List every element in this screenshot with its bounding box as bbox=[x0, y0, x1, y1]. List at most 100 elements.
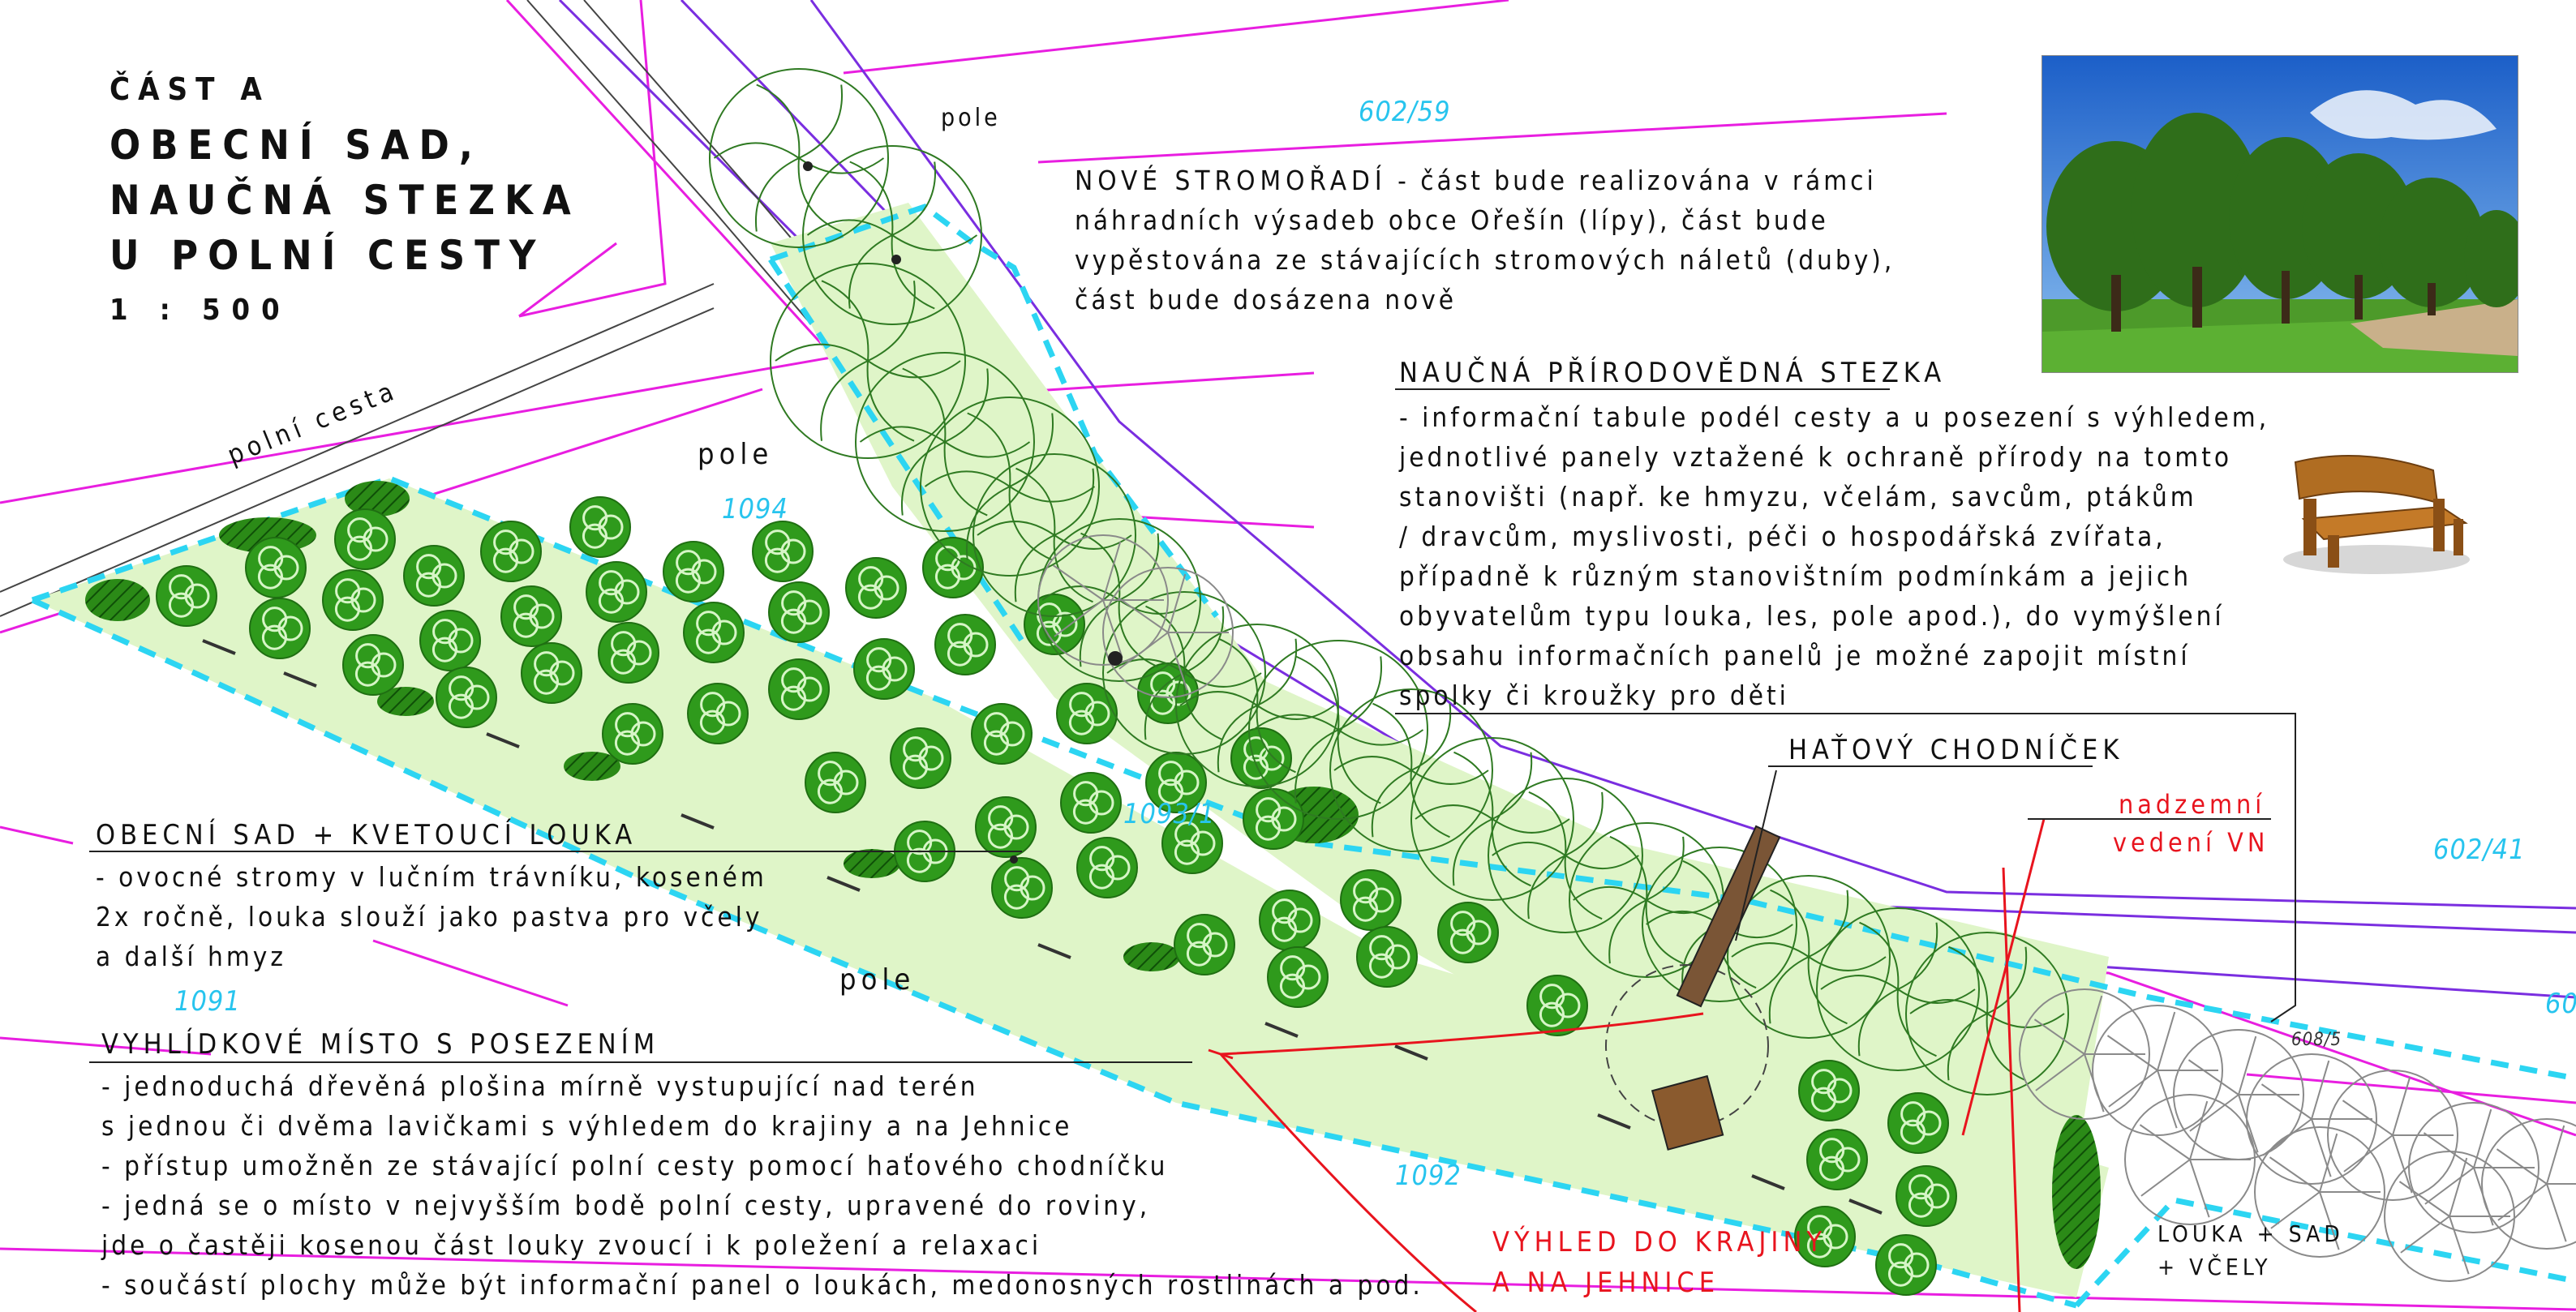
existing-tree-branch bbox=[2139, 1124, 2191, 1160]
fruit-tree-detail bbox=[699, 710, 726, 735]
fruit-tree-detail bbox=[1003, 814, 1029, 840]
avenue-tree bbox=[802, 145, 982, 325]
fruit-tree-detail bbox=[355, 643, 381, 669]
fruit-tree-detail bbox=[1916, 1110, 1942, 1136]
fruit-tree-detail bbox=[1904, 1252, 1930, 1278]
label-pole-top: pole bbox=[941, 104, 1001, 132]
fruit-tree-detail bbox=[1295, 964, 1321, 990]
fruit-tree-detail bbox=[833, 770, 859, 795]
tree-avenue bbox=[709, 68, 2069, 1095]
fruit-tree-detail bbox=[262, 607, 288, 632]
existing-tree-branch bbox=[2189, 1094, 2239, 1132]
fruit-tree-detail bbox=[1539, 1001, 1565, 1027]
fruit-tree-detail bbox=[347, 517, 373, 543]
existing-tree-branch bbox=[2546, 1125, 2565, 1185]
vyhlidka-line-4: - jedná se o místo v nejvyšším bodě poln… bbox=[101, 1190, 1151, 1221]
fruit-tree-detail bbox=[1174, 821, 1200, 847]
vyhlidka-line-2: s jednou či dvěma lavičkami s výhledem d… bbox=[101, 1110, 1073, 1142]
fruit-tree-detail bbox=[1539, 984, 1565, 1010]
existing-tree bbox=[2408, 1102, 2540, 1233]
fruit-tree-detail bbox=[1555, 993, 1581, 1018]
fruit-tree-detail bbox=[796, 676, 822, 702]
fruit-tree-detail bbox=[1806, 1233, 1833, 1258]
avenue-tree-branch bbox=[1009, 413, 1054, 487]
fruit-tree-detail bbox=[1072, 799, 1099, 825]
fruit-tree-detail bbox=[1158, 761, 1184, 787]
fruit-tree-detail bbox=[865, 665, 892, 691]
avenue-tree-branch bbox=[1410, 770, 1489, 785]
avenue-tree bbox=[770, 263, 966, 459]
avenue-tree-branch bbox=[977, 521, 1055, 536]
avenue-tree-branch bbox=[849, 161, 894, 236]
fruit-tree-detail bbox=[691, 559, 717, 585]
avenue-tree-branch bbox=[967, 412, 1011, 487]
tree-row-photo bbox=[2041, 55, 2518, 373]
fruit-tree-detail bbox=[549, 660, 575, 686]
fruit-tree-detail bbox=[907, 830, 933, 855]
avenue-tree-branch bbox=[891, 234, 935, 310]
fruit-tree-detail bbox=[780, 538, 806, 564]
avenue-tree-branch bbox=[797, 157, 842, 233]
tree-row-photo-icon bbox=[2042, 56, 2518, 372]
avenue-tree-branch bbox=[1645, 899, 1684, 965]
existing-tree-branch bbox=[2189, 1100, 2209, 1160]
existing-tree-branch bbox=[2033, 1018, 2085, 1055]
avenue-tree-branch bbox=[1041, 585, 1120, 601]
avenue-tree-branch bbox=[867, 281, 916, 362]
avenue-tree-branch bbox=[1256, 705, 1296, 774]
stezka-line-8: spolky či kroužky pro děti bbox=[1399, 680, 1789, 711]
avenue-tree-branch bbox=[1218, 637, 1259, 706]
fruit-tree-detail bbox=[529, 603, 555, 629]
fruit-tree-detail bbox=[817, 778, 844, 804]
fruit-tree-detail bbox=[626, 640, 652, 666]
avenue-tree bbox=[972, 453, 1136, 617]
fruit-tree-detail bbox=[464, 684, 490, 710]
existing-tree-branch bbox=[1052, 564, 1104, 601]
fruit-tree-detail bbox=[415, 572, 442, 598]
existing-tree bbox=[1037, 534, 1169, 666]
avenue-tree-branch bbox=[1528, 791, 1567, 856]
fruit-tree-detail bbox=[1256, 797, 1282, 823]
parcel-602-41: 602/41 bbox=[2433, 834, 2526, 866]
existing-tree-branch bbox=[2238, 1094, 2259, 1153]
fruit-tree-detail bbox=[335, 578, 361, 604]
parcel-608-5: 608/5 bbox=[2291, 1030, 2342, 1050]
stezka-line-2: jednotlivé panely vztažené k ochraně pří… bbox=[1399, 441, 2233, 473]
fruit-tree-detail bbox=[1073, 781, 1099, 807]
avenue-tree bbox=[709, 68, 889, 248]
fruit-tree-detail bbox=[513, 594, 539, 620]
avenue-tree-branch bbox=[1179, 691, 1258, 706]
existing-tree-branch bbox=[2319, 1133, 2338, 1193]
existing-tree-branch bbox=[2473, 1108, 2492, 1168]
fruit-tree-detail bbox=[1900, 1101, 1926, 1127]
fruit-tree-detail bbox=[1450, 911, 1476, 937]
fruit-tree-detail bbox=[764, 547, 791, 573]
field-road bbox=[0, 0, 844, 617]
avenue-tree bbox=[855, 352, 1035, 532]
fruit-tree-detail bbox=[1052, 611, 1078, 637]
fruit-tree-detail bbox=[448, 628, 474, 654]
fruit-tree-detail bbox=[874, 575, 899, 601]
fruit-tree-detail bbox=[1823, 1224, 1848, 1250]
avenue-tree-branch bbox=[1118, 533, 1160, 601]
existing-tree-branch bbox=[1167, 573, 1187, 633]
avenue-tree bbox=[1727, 875, 1891, 1039]
fruit-tree-detail bbox=[1089, 846, 1115, 872]
fruit-tree-detail bbox=[257, 564, 284, 590]
fruit-tree-detail bbox=[582, 505, 608, 531]
existing-tree-branch bbox=[1118, 632, 1169, 670]
existing-tree-branch bbox=[2187, 1059, 2239, 1095]
avenue-tree bbox=[1410, 737, 1574, 901]
fruit-tree-detail bbox=[999, 721, 1025, 747]
fruit-tree-detail bbox=[984, 712, 1010, 738]
fruit-tree-detail bbox=[273, 555, 299, 581]
fruit-tree-detail bbox=[988, 805, 1014, 831]
stezka-line-5: případně k různým stanovištním podmínkám… bbox=[1399, 560, 2192, 592]
avenue-tree bbox=[920, 397, 1100, 577]
fruit-tree-detail bbox=[598, 588, 625, 614]
existing-tree-branch bbox=[2546, 1183, 2567, 1242]
fruit-tree-detail bbox=[599, 570, 625, 596]
avenue-tree-branch bbox=[1859, 921, 1900, 990]
avenue-tree-branch bbox=[1118, 599, 1158, 668]
fruit-tree-detail bbox=[1174, 770, 1200, 795]
